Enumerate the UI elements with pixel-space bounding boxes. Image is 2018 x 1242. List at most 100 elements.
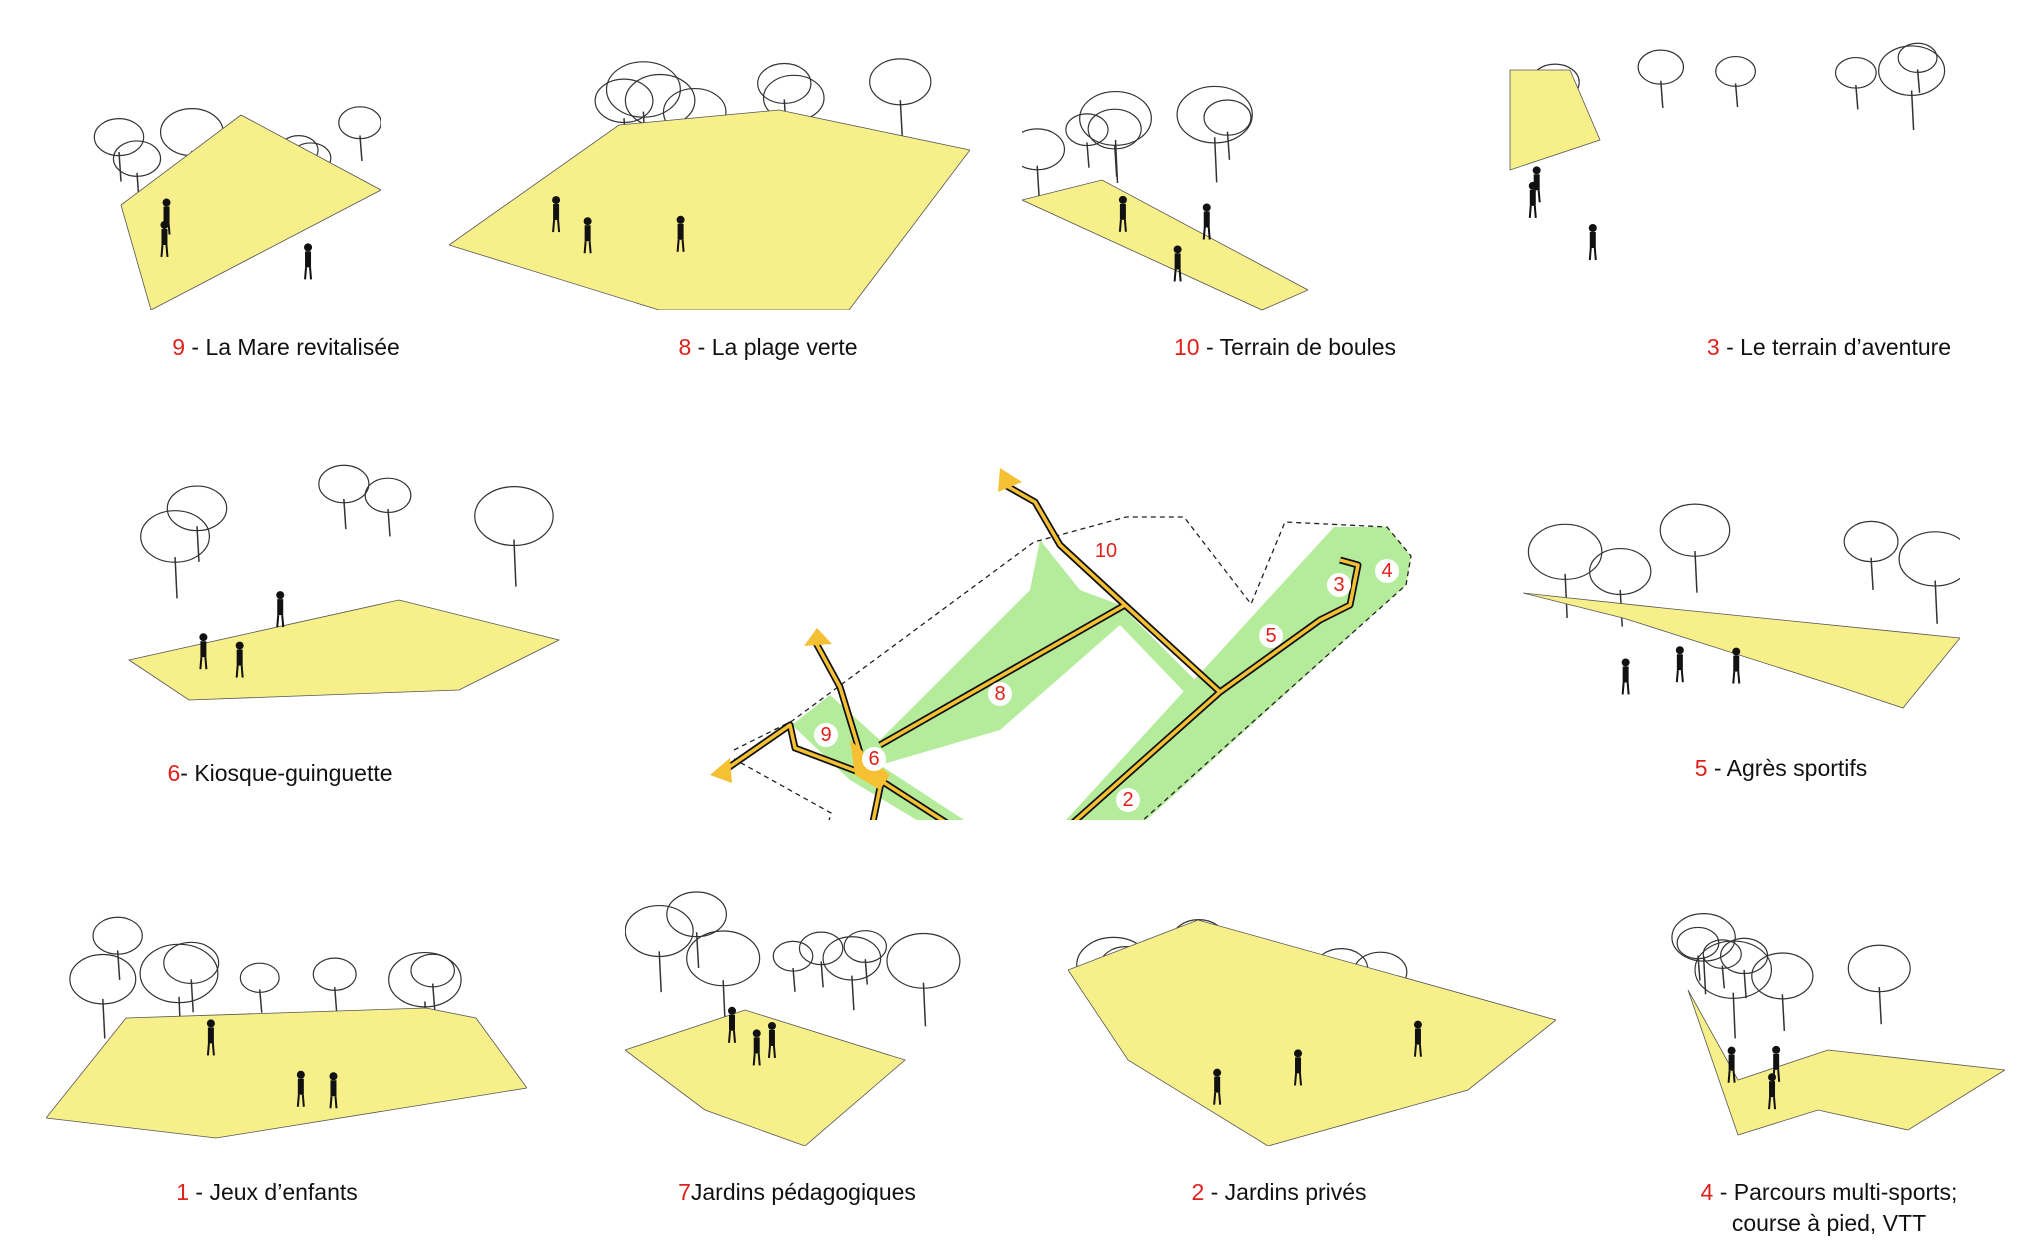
label-circle (1375, 559, 1399, 583)
person-icon (1768, 1073, 1777, 1110)
label-circle (814, 723, 838, 747)
sketch-plage-verte (449, 40, 970, 310)
sketch-mare (91, 85, 381, 310)
person-icon (1294, 1049, 1303, 1086)
tree-icon (772, 940, 814, 972)
person-icon (1213, 1068, 1222, 1105)
caption-number: 3 (1706, 334, 1720, 360)
label-circle (1116, 788, 1140, 812)
tree-icon (1637, 49, 1685, 85)
caption-kiosque: 6- Kiosque-guinguette (167, 758, 392, 789)
tree-icon (886, 932, 961, 989)
tree-trunk (1036, 165, 1040, 199)
tree-trunk (658, 951, 662, 993)
tree-trunk (820, 961, 824, 988)
tree-icon (1589, 547, 1652, 596)
sketch-kiosque (39, 430, 586, 760)
tree-trunk (343, 498, 347, 530)
tree-icon (1527, 523, 1603, 580)
person-icon (767, 1021, 776, 1059)
tree-trunk (174, 557, 178, 599)
person-icon (1588, 224, 1597, 261)
caption-text: - Le terrain d’aventure (1719, 334, 1952, 360)
label-circle (1327, 573, 1351, 597)
person-icon (1732, 647, 1741, 684)
sketch-parcours (1608, 900, 2005, 1146)
tree-icon (69, 953, 137, 1005)
tree-trunk (513, 539, 517, 587)
person-icon (583, 217, 592, 254)
arrow-icon (710, 758, 732, 783)
map-label-text: 2 (1122, 789, 1133, 811)
map-label-10: 10 (1095, 540, 1117, 562)
tree-icon (312, 957, 357, 991)
tree-trunk (333, 987, 338, 1013)
tree-trunk (1934, 580, 1938, 624)
yellow-ground-area (449, 109, 970, 310)
tree-icon (338, 106, 381, 140)
tree-icon (93, 118, 145, 157)
map-label-text: 4 (1381, 560, 1392, 582)
tree-trunk (359, 135, 363, 161)
yellow-ground-area (1068, 919, 1556, 1146)
yellow-ground-area (1022, 179, 1308, 311)
tree-icon (625, 904, 694, 958)
tree-icon (163, 941, 220, 985)
caption-number: 10 (1173, 334, 1200, 360)
tree-icon (798, 931, 844, 966)
site-plan-map: 10896172534 (710, 468, 1412, 820)
tree-trunk (1564, 573, 1568, 618)
tree-trunk (1732, 992, 1736, 1039)
tree-trunk (1226, 131, 1231, 160)
person-icon (296, 1070, 305, 1107)
site-boundary (733, 516, 1412, 820)
person-icon (552, 196, 561, 233)
tree-trunk (1910, 90, 1915, 131)
caption-text: - Kiosque-guinguette (180, 760, 393, 786)
yellow-ground-area (625, 1009, 906, 1146)
tree-icon (757, 62, 812, 105)
tree-trunk (116, 950, 121, 981)
green-strip (1066, 527, 1411, 820)
caption-jardins-prives: 2 - Jardins privés (1191, 1177, 1366, 1208)
caption-text-line2: course à pied, VTT (1731, 1210, 1927, 1236)
caption-text: - Parcours multi-sports; (1713, 1179, 1958, 1205)
caption-terrain-boules: 10 - Terrain de boules (1174, 332, 1396, 363)
person-icon (1202, 203, 1211, 240)
tree-icon (139, 943, 219, 1004)
tree-trunk (1781, 994, 1786, 1031)
tree-trunk (792, 968, 796, 992)
sketch-agres (1523, 488, 1960, 729)
caption-number: 9 (172, 334, 186, 360)
tree-icon (1847, 944, 1911, 993)
caption-number: 1 (176, 1179, 190, 1205)
tree-trunk (1916, 69, 1921, 93)
caption-number: 8 (678, 334, 692, 360)
map-label-4: 4 (1375, 559, 1399, 583)
tree-icon (1702, 939, 1742, 969)
person-icon (276, 591, 285, 628)
tree-trunk (1721, 965, 1726, 989)
map-label-text: 3 (1333, 574, 1344, 596)
tree-icon (166, 485, 228, 532)
person-icon (206, 1019, 215, 1056)
sketch-terrain-boules (1022, 70, 1308, 315)
map-label-8: 8 (988, 682, 1012, 706)
caption-number: 4 (1700, 1179, 1714, 1205)
tree-trunk (1870, 557, 1874, 590)
tree-icon (318, 464, 370, 504)
tree-icon (1676, 926, 1720, 960)
person-icon (329, 1072, 338, 1109)
map-labels: 10896172534 (814, 540, 1399, 812)
map-label-text: 10 (1095, 540, 1117, 562)
tree-trunk (387, 508, 391, 537)
yellow-ground-area (1687, 989, 2005, 1136)
tree-trunk (851, 975, 855, 1011)
tree-icon (1694, 940, 1772, 999)
map-label-3: 3 (1327, 573, 1351, 597)
map-label-6: 6 (862, 747, 886, 771)
tree-trunk (118, 151, 122, 182)
yellow-ground-area (1523, 592, 1960, 709)
person-icon (1118, 195, 1127, 232)
map-label-text: 9 (820, 724, 831, 746)
